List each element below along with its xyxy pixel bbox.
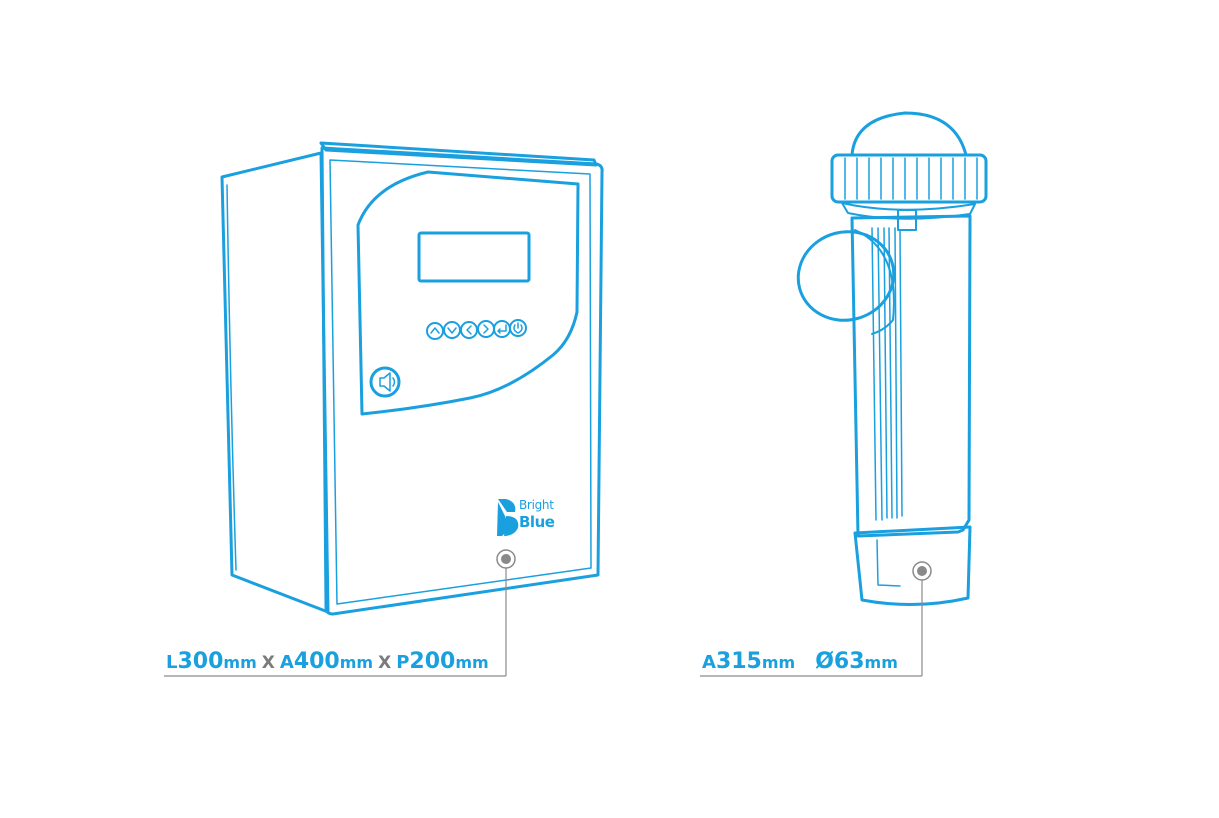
- control-buttons: [426, 319, 527, 340]
- enter-button-icon: [493, 320, 511, 338]
- brand-name-line2: Blue: [519, 513, 555, 531]
- depth-prefix: P: [396, 652, 410, 673]
- speaker-knob-icon: [369, 366, 401, 398]
- depth-unit: mm: [455, 653, 489, 672]
- control-unit-marker: [496, 549, 516, 569]
- depth-value: 200: [409, 649, 456, 674]
- cell-nut: [830, 153, 988, 204]
- height-prefix: A: [279, 652, 294, 673]
- cell-base: [853, 525, 972, 607]
- height-value: 400: [293, 649, 340, 674]
- left-button-icon: [460, 321, 478, 339]
- right-button-icon: [477, 320, 495, 338]
- cell-connector: [897, 209, 917, 231]
- length-value: 300: [177, 649, 224, 674]
- cell-marker: [912, 561, 932, 581]
- power-button-icon: [509, 319, 527, 337]
- control-unit-side-panel: [220, 151, 330, 614]
- cell-illustration: [796, 111, 988, 607]
- cell-diameter-unit: mm: [864, 653, 898, 672]
- control-unit-illustration: [220, 141, 604, 616]
- brand-logo-icon: [497, 499, 519, 536]
- control-unit-front-panel: [320, 146, 604, 616]
- cell-diameter-value: Ø63: [815, 649, 865, 674]
- cell-height-value: 315: [715, 649, 762, 674]
- brand-name-line1: Bright: [519, 498, 554, 512]
- lcd-screen: [417, 231, 531, 283]
- cell-cable: [796, 230, 896, 322]
- length-unit: mm: [223, 653, 257, 672]
- up-button-icon: [426, 322, 444, 340]
- cell-dome: [850, 111, 968, 157]
- display-bezel: [356, 170, 580, 416]
- separator-1: X: [261, 653, 275, 673]
- cell-body: [850, 214, 972, 538]
- cell-height-prefix: A: [702, 652, 716, 673]
- height-unit: mm: [339, 653, 374, 672]
- separator-2: X: [378, 653, 392, 673]
- down-button-icon: [443, 321, 461, 339]
- length-prefix: L: [166, 652, 178, 673]
- cell-height-unit: mm: [761, 653, 796, 672]
